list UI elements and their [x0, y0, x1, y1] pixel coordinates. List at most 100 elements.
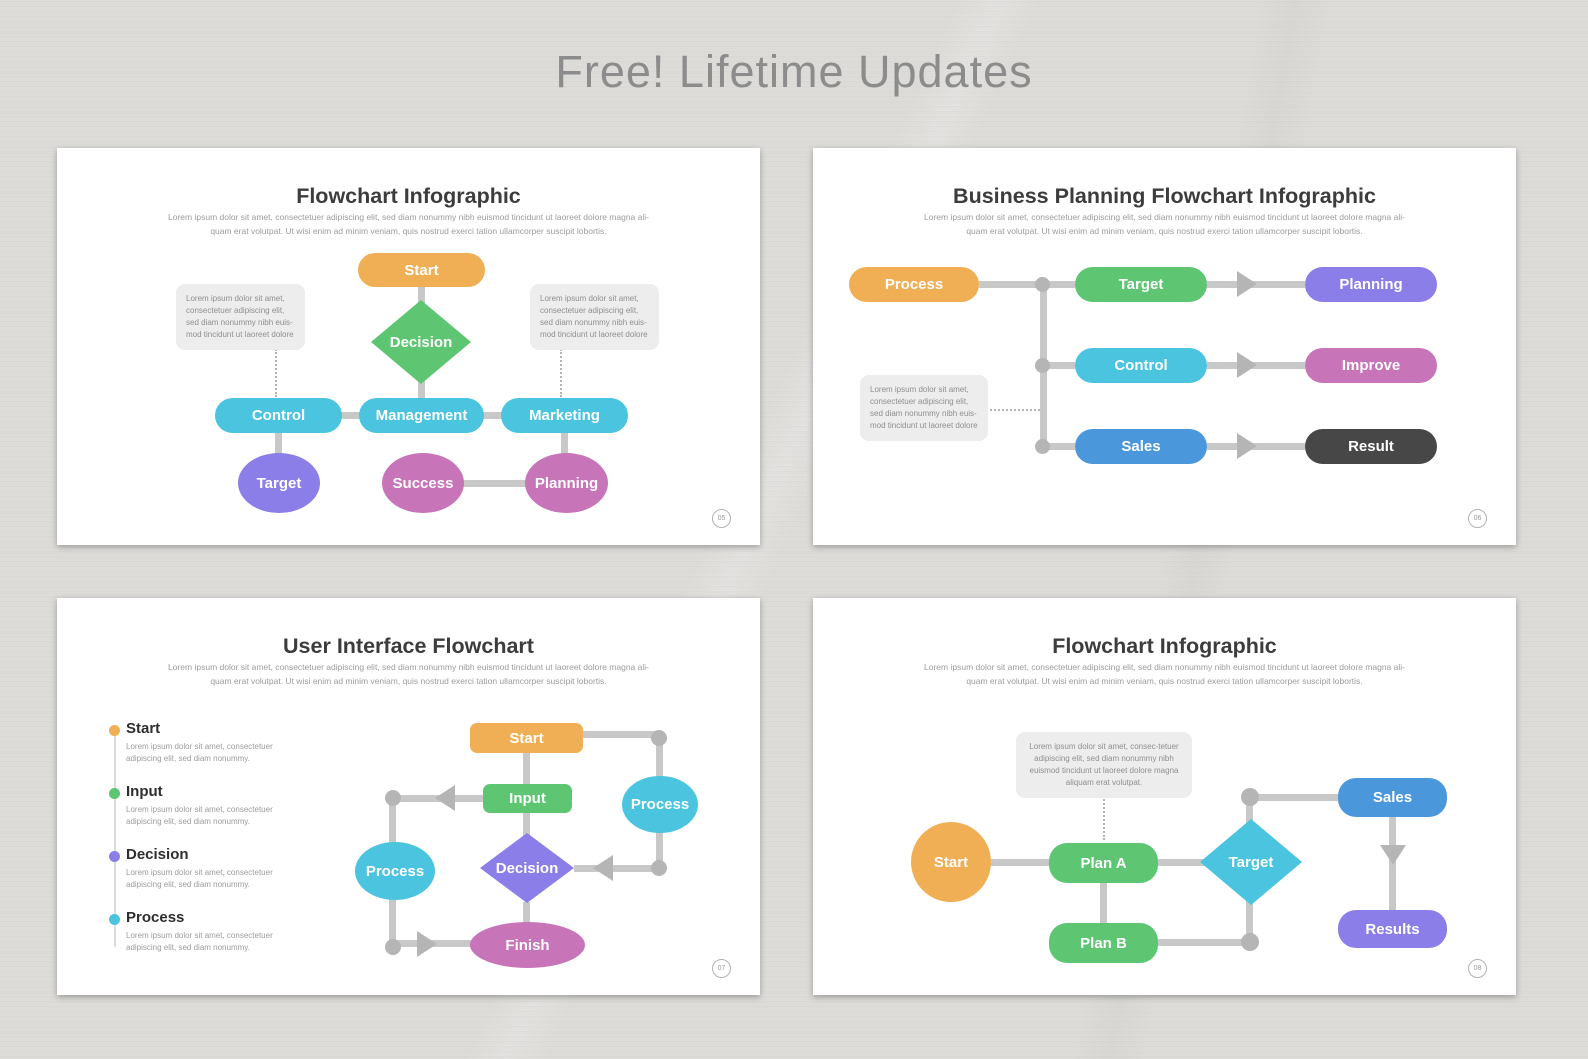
slide-subtitle-line2: quam erat volutpat. Ut wisi enim ad mini… [966, 676, 1363, 686]
junction-dot [1035, 439, 1050, 454]
arrowhead-right-icon [417, 931, 437, 957]
junction-dot [1035, 277, 1050, 292]
node-control: Control [215, 398, 342, 433]
slide-subtitle: Lorem ipsum dolor sit amet, consectetuer… [57, 210, 760, 238]
connector [418, 286, 425, 307]
connector [389, 898, 396, 950]
slide-07: User Interface Flowchart Lorem ipsum dol… [57, 598, 760, 995]
slide-05: Flowchart Infographic Lorem ipsum dolor … [57, 148, 760, 545]
arrowhead-right-icon [1237, 352, 1257, 378]
legend-item-process: Process Lorem ipsum dolor sit amet, cons… [102, 907, 302, 965]
node-target: Target [1200, 819, 1302, 905]
connector [523, 812, 530, 838]
node-target: Target [238, 453, 320, 513]
legend-item-description: Lorem ipsum dolor sit amet, consectetuer… [126, 868, 273, 889]
slide-subtitle-line1: Lorem ipsum dolor sit amet, consectetuer… [168, 662, 649, 672]
arrowhead-down-icon [1380, 845, 1406, 865]
legend-item-label: Start [126, 720, 161, 737]
node-improve: Improve [1305, 348, 1437, 383]
connector [275, 432, 282, 456]
connector [574, 865, 660, 872]
node-sales: Sales [1338, 778, 1447, 817]
slide-page-number: 05 [712, 509, 731, 528]
legend-item-label: Decision [126, 846, 189, 863]
node-decision: Decision [480, 833, 574, 903]
connector [418, 377, 425, 400]
node-start: Start [470, 723, 583, 753]
node-process: Process [849, 267, 979, 302]
node-process-left: Process [355, 842, 435, 900]
connector [583, 731, 663, 738]
connector [463, 480, 528, 487]
node-planning: Planning [525, 453, 608, 513]
node-input: Input [483, 784, 572, 813]
slide-title: User Interface Flowchart [283, 634, 534, 658]
connector [1158, 859, 1208, 866]
connector [1043, 443, 1075, 450]
slide-subtitle-line2: quam erat volutpat. Ut wisi enim ad mini… [966, 226, 1363, 236]
slide-subtitle-line2: quam erat volutpat. Ut wisi enim ad mini… [210, 226, 607, 236]
junction-dot [651, 860, 667, 876]
node-result: Result [1305, 429, 1437, 464]
arrowhead-right-icon [1237, 433, 1257, 459]
node-sales: Sales [1075, 429, 1207, 464]
junction-dot [1035, 358, 1050, 373]
node-start: Start [358, 253, 485, 287]
callout-leader-line [1103, 796, 1105, 840]
node-decision: Decision [371, 300, 471, 384]
legend-item-label: Process [126, 909, 185, 926]
connector [656, 735, 663, 780]
legend-bullet-icon [109, 851, 120, 862]
connector [1246, 901, 1253, 943]
node-control: Control [1075, 348, 1207, 383]
connector [523, 752, 530, 785]
legend-connector-line [114, 728, 116, 947]
node-start: Start [911, 822, 991, 902]
junction-dot [385, 939, 401, 955]
arrowhead-left-icon [435, 785, 455, 811]
connector [561, 432, 568, 456]
page-title: Free! Lifetime Updates [555, 46, 1033, 97]
slide-subtitle: Lorem ipsum dolor sit amet, consectetuer… [57, 660, 760, 688]
junction-dot [385, 790, 401, 806]
node-marketing: Marketing [501, 398, 628, 433]
node-success: Success [382, 453, 464, 513]
slide-page-number: 06 [1468, 509, 1487, 528]
connector [1246, 794, 1253, 823]
slide-subtitle-line1: Lorem ipsum dolor sit amet, consectetuer… [168, 212, 649, 222]
callout-note: Lorem ipsum dolor sit amet, consec-tetue… [1016, 732, 1192, 798]
junction-dot [651, 730, 667, 746]
legend-item-start: Start Lorem ipsum dolor sit amet, consec… [102, 718, 302, 776]
slide-page-number: 07 [712, 959, 731, 978]
callout-note: Lorem ipsum dolor sit amet, consectetuer… [530, 284, 659, 350]
connector [1100, 883, 1107, 923]
slide-title: Flowchart Infographic [1052, 634, 1277, 658]
junction-dot [1241, 933, 1259, 951]
node-finish: Finish [470, 922, 585, 968]
connector [1250, 794, 1338, 801]
legend-item-decision: Decision Lorem ipsum dolor sit amet, con… [102, 844, 302, 902]
connector [979, 281, 1075, 288]
arrowhead-right-icon [1237, 271, 1257, 297]
slide-page-number: 08 [1468, 959, 1487, 978]
legend-item-label: Input [126, 783, 163, 800]
callout-note: Lorem ipsum dolor sit amet, consectetuer… [860, 375, 988, 441]
callout-leader-line [990, 409, 1040, 411]
connector [523, 902, 530, 926]
legend-bullet-icon [109, 725, 120, 736]
node-plan-a: Plan A [1049, 843, 1158, 883]
legend-item-input: Input Lorem ipsum dolor sit amet, consec… [102, 781, 302, 839]
connector [341, 412, 360, 419]
node-process-right: Process [622, 776, 698, 833]
legend-item-description: Lorem ipsum dolor sit amet, consectetuer… [126, 805, 273, 826]
connector [985, 859, 1051, 866]
callout-leader-line [560, 349, 562, 397]
node-planning: Planning [1305, 267, 1437, 302]
slide-title: Flowchart Infographic [296, 184, 521, 208]
callout-note: Lorem ipsum dolor sit amet, consectetuer… [176, 284, 305, 350]
callout-leader-line [275, 349, 277, 397]
node-target: Target [1075, 267, 1207, 302]
node-management: Management [359, 398, 484, 433]
slide-subtitle-line1: Lorem ipsum dolor sit amet, consectetuer… [924, 662, 1405, 672]
